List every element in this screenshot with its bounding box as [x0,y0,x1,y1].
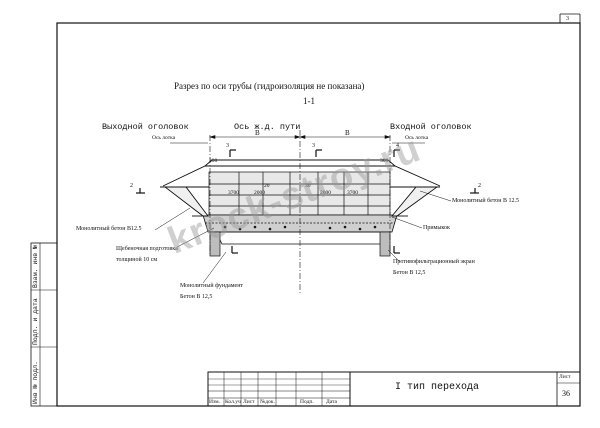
tb-col-data: Дата [326,399,337,405]
gravel-prep-label-1: Щебеночная подготовка [116,246,178,252]
antifiltration-screens [209,231,391,257]
tb-col-ndok: №док. [260,399,275,405]
section-2-marks [136,188,479,194]
gravel-prep-label-2: толщиной 10 см [116,257,158,263]
tb-col-podp: Подп. [300,399,314,405]
mark-2-right: 2 [478,183,481,189]
tray-axis-left-label: Ось лотка [152,135,176,141]
dim-3700-right: 3700 [347,190,358,196]
mark-4-right: 4 [396,143,399,149]
antifiltration-screen-label-2: Бетон В 12,5 [393,270,426,276]
axis-lines [209,130,391,295]
side-stamp-sign-date: Подп. и дата [32,298,39,345]
monolithic-concrete-right-label: Монолитный бетон В 12.5 [452,198,519,204]
rail-axis-label: Ось ж.д. пути [234,122,301,132]
page-corner-number: 3 [566,16,569,22]
antifiltration-screen-label-1: Противофильтрационный экран [393,259,475,265]
side-stamp [30,242,58,407]
dim-2000-right: 2000 [320,190,331,196]
sheet-number: 36 [562,389,570,398]
dim-3700-left: 3700 [228,190,239,196]
outlet-head-label: Выходной оголовок [102,122,189,132]
tb-col-kol: Кол.уч [225,399,241,405]
section-cut-marks [229,149,400,254]
half-width-left: B [255,129,260,137]
title-block [207,371,581,407]
section-mark: 1-1 [303,96,315,106]
dim-2000-left: 2000 [254,190,265,196]
drawing-name: I тип перехода [395,382,480,393]
dim-300-right: 300 [380,158,389,164]
leader-lines [154,142,452,284]
dimension-B [208,135,392,139]
abutment-label: Примыкок [423,225,450,231]
tb-col-list: Лист [243,399,255,405]
tb-col-izm: Изм. [209,399,220,405]
inlet-head-label: Входной оголовок [390,122,472,132]
mark-3-mid: 3 [312,143,315,149]
dim-20: 20 [264,183,270,189]
mark-3-left: 3 [226,143,229,149]
head-walls [160,186,440,217]
dim-300-left: 300 [209,158,218,164]
pipe-body [208,171,391,216]
half-width-right: B [345,129,350,137]
monolithic-foundation-label-1: Монолитный фундамент [180,283,244,289]
drawing-title: Разрез по оси трубы (гидроизоляция не по… [174,81,365,91]
monolithic-concrete-left-label: Монолитный бетон В12.5 [76,226,142,232]
side-stamp-replaced-inv: Взам. инв № [32,245,39,288]
dim-30: 30 [305,183,311,189]
tray-axis-right-label: Ось лотка [405,135,429,141]
mark-2-left: 2 [130,183,133,189]
side-stamp-inv-orig: Инв № подл. [32,361,39,404]
monolithic-foundation-label-2: Бетон В 12,5 [180,294,213,300]
sheet-label: Лист [559,374,571,380]
